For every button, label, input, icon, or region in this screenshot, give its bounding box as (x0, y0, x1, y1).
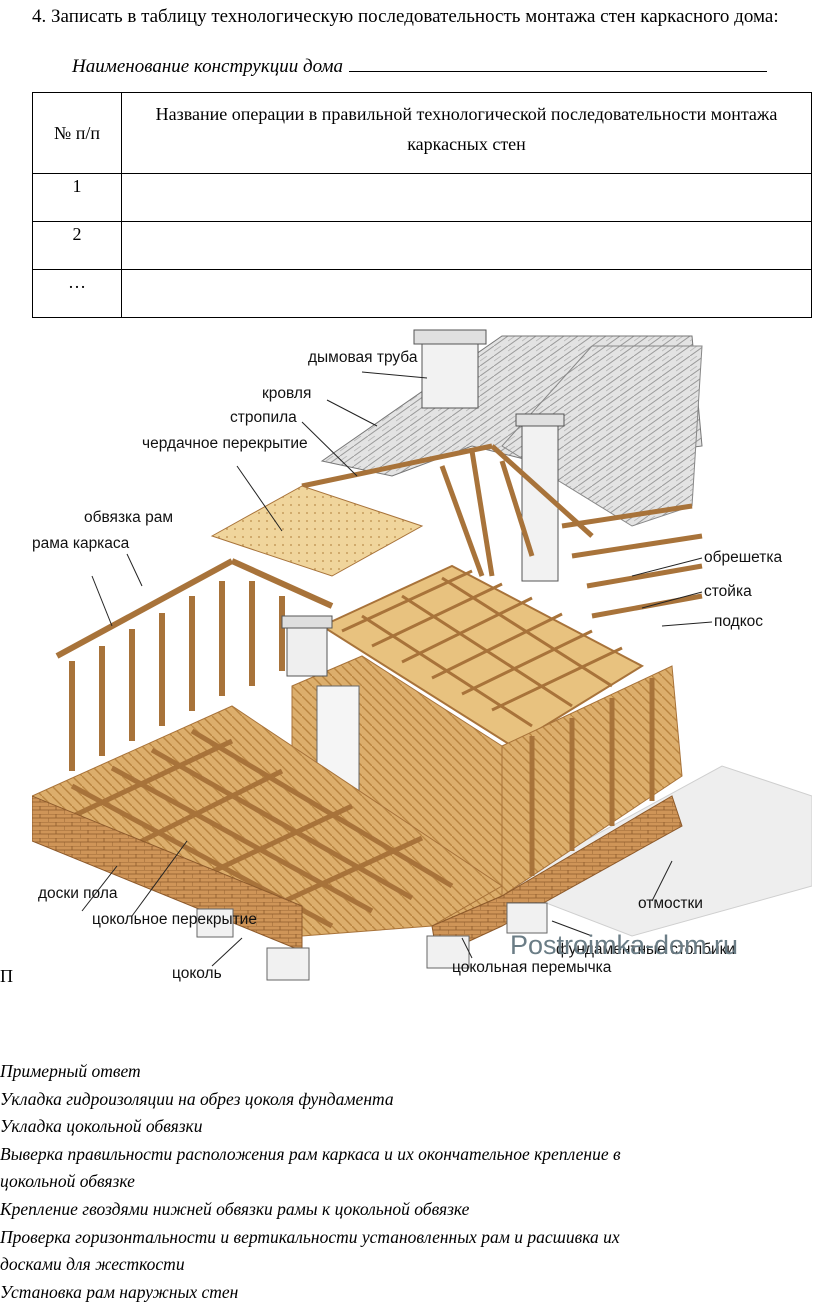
label-frame: рама каркаса (32, 535, 130, 552)
construction-name-line: Наименование конструкции дома (72, 53, 768, 79)
stray-letter: П (0, 966, 13, 986)
label-frame-binding: обвязка рам (84, 509, 173, 526)
answer-line: Проверка горизонтальности и вертикальнос… (0, 1226, 620, 1247)
label-post: стойка (704, 583, 752, 600)
header-number: № п/п (32, 92, 122, 174)
label-blind-area: отмостки (638, 895, 703, 912)
sample-answer: Примерный ответ Укладка гидроизоляции на… (0, 1058, 800, 1306)
table-header-row: № п/п Название операции в правильной тех… (32, 92, 812, 174)
label-lathing: обрешетка (704, 549, 783, 566)
table-row: … (32, 269, 812, 318)
row-number: 1 (32, 173, 122, 222)
construction-name-blank[interactable] (349, 53, 768, 72)
row-number: … (32, 269, 122, 318)
answer-line: Крепление гвоздями нижней обвязки рамы к… (0, 1198, 470, 1219)
label-plinth: цоколь (172, 965, 222, 982)
label-roofing: кровля (262, 385, 311, 402)
frame-house-illustration: дымовая труба кровля стропила чердачное … (30, 326, 813, 996)
attic-floor-shape (210, 485, 424, 577)
rafters-shape (301, 443, 703, 619)
row-operation-cell[interactable] (121, 269, 812, 318)
label-foundation-pillars: фундаментные столбики (556, 941, 735, 958)
label-chimney-1: дымовая труба (308, 349, 418, 366)
label-plinth-lintel: цокольная перемычка (452, 959, 612, 976)
answer-line: Установка рам наружных стен (0, 1281, 239, 1302)
row-operation-cell[interactable] (121, 173, 812, 222)
watermark-text: Postroimka-dom.ru (510, 930, 738, 960)
side-wall-shape (501, 665, 683, 897)
label-brace: подкос (714, 613, 763, 630)
answer-heading: Примерный ответ (0, 1061, 141, 1081)
wall-frame-shape (55, 558, 334, 771)
answer-line: Укладка цокольной обвязки (0, 1116, 203, 1137)
foundation-pillars-shape (196, 902, 548, 981)
table-row: 2 (32, 221, 812, 270)
house-diagram: дымовая труба кровля стропила чердачное … (30, 329, 813, 982)
construction-name-label: Наименование конструкции дома (72, 56, 344, 77)
label-plinth-floor: цокольное перекрытие (92, 911, 257, 928)
task-statement: 4. Записать в таблицу технологическую по… (32, 4, 812, 30)
roof-right-shape (501, 345, 703, 527)
answer-line: Выверка правильности расположения рам ка… (0, 1143, 621, 1164)
label-rafters: стропила (230, 409, 297, 426)
table-row: 1 (32, 173, 812, 222)
answer-line: Укладка гидроизоляции на обрез цоколя фу… (0, 1088, 394, 1109)
label-chimney: дымовая труба (308, 349, 418, 366)
chimney-shape (413, 329, 565, 582)
ceiling-joists-shape (319, 564, 645, 748)
answer-line: цокольной обвязке (0, 1171, 135, 1192)
task-text: 4. Записать в таблицу технологическую по… (32, 6, 779, 27)
row-operation-cell[interactable] (121, 221, 812, 270)
leader-lines (81, 371, 713, 967)
label-floorboards: доски пола (38, 885, 118, 902)
label-attic-floor: чердачное перекрытие (142, 435, 308, 452)
header-operation: Название операции в правильной технологи… (121, 92, 812, 174)
answer-line: досками для жесткости (0, 1254, 185, 1275)
operations-table: № п/п Название операции в правильной тех… (32, 92, 812, 318)
row-number: 2 (32, 221, 122, 270)
